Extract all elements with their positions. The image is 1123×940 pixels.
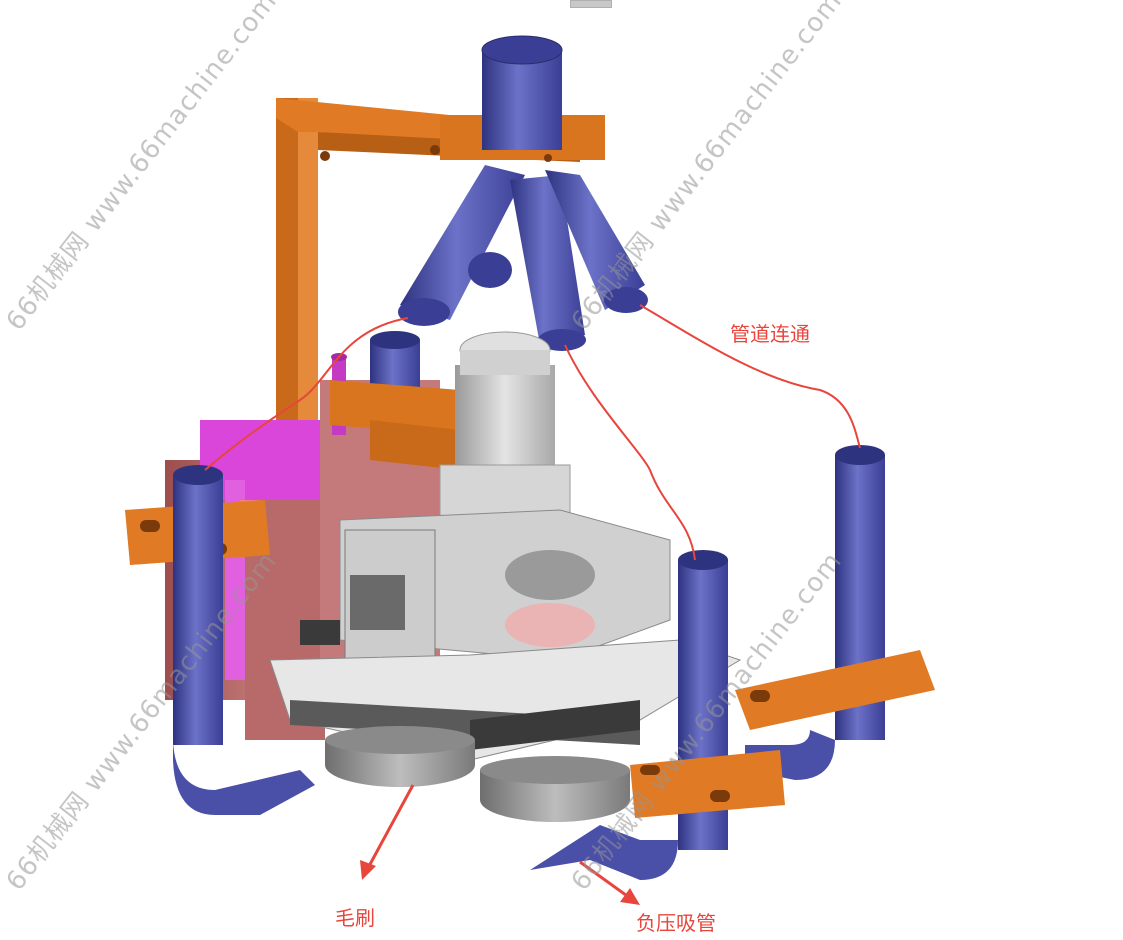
brush-arrow	[360, 784, 415, 880]
left-suction-pipe	[173, 465, 315, 815]
right-clamp-bracket	[735, 650, 935, 730]
pipe-connection-lines	[204, 304, 861, 561]
brush-right	[480, 756, 630, 822]
linear-module	[300, 529, 495, 685]
suction-tube-label: 负压吸管	[636, 911, 716, 935]
brush-label: 毛刷	[335, 906, 375, 930]
toolbar-fragment	[570, 0, 612, 8]
pipe-connection-label: 管道连通	[730, 322, 810, 346]
suction-tube-arrow	[579, 860, 640, 905]
manifold-pipes	[398, 165, 648, 351]
top-inlet-pipe	[481, 35, 563, 150]
front-clamp-bracket	[630, 750, 785, 818]
mid-bracket	[330, 380, 460, 470]
brush-left	[325, 726, 475, 787]
